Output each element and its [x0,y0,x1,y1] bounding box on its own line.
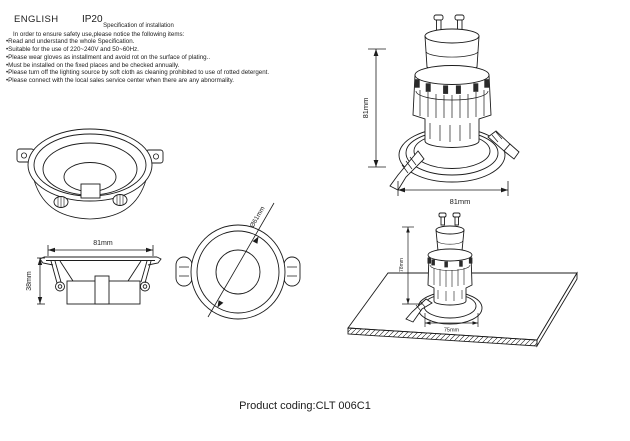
page-header: ENGLISH IP20 [14,9,103,27]
trim-3d-drawing [16,128,164,220]
spec-intro: In order to ensure safety use,please not… [13,30,185,38]
side-view-drawing: 81mm 38mm [26,240,162,305]
fixture-width-label: 81mm [450,197,471,206]
spec-item: •Please connect with the local sales ser… [6,76,235,84]
product-coding: Product coding:CLT 006C1 [239,400,371,412]
cutout-width-label: 75mm [444,328,460,334]
spec-item: •Please wear gloves as installment and a… [6,53,211,61]
spec-item: •Please turn off the lighting source by … [6,69,270,77]
opening-diameter-label: Ø61mm [249,205,267,229]
installation-drawing: 78mm 75mm [347,212,578,348]
spec-item: •Suitable for the use of 220~240V and 50… [6,46,139,54]
install-height-label: 78mm [399,258,405,272]
top-view-drawing: Ø61mm [175,202,301,320]
side-width-label: 81mm [93,240,113,247]
spec-title: Specification of installation [103,23,174,29]
fixture-3d-drawing: 81mm [361,14,520,206]
fixture-height-label: 81mm [361,98,370,119]
spec-block: Specification of installation In order t… [6,23,306,85]
spec-item: •Read and understand the whole Specifica… [6,38,135,46]
ip-rating-label: IP20 [81,14,103,25]
language-label: ENGLISH [14,14,59,25]
side-height-label: 38mm [26,271,33,291]
spec-item: •Must be installed on the fixed places a… [6,61,180,69]
